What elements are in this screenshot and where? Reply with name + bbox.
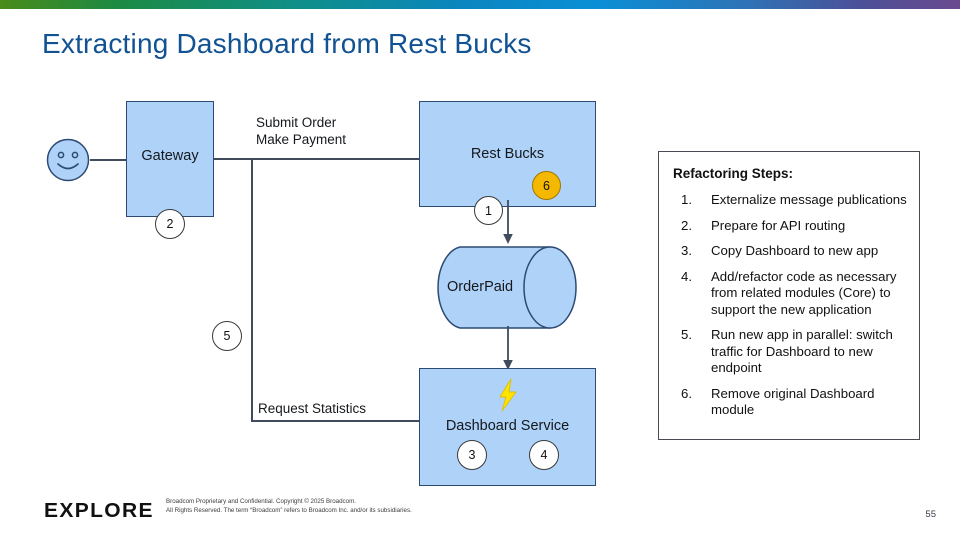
list-item: 2. Prepare for API routing <box>673 218 909 235</box>
list-item-text: Prepare for API routing <box>711 217 846 233</box>
badge-3-value: 3 <box>468 448 476 462</box>
refactoring-steps-heading: Refactoring Steps: <box>673 166 794 181</box>
list-item-number: 2. <box>681 217 692 233</box>
list-item-text: Remove original Dashboard module <box>711 385 875 418</box>
list-item-number: 3. <box>681 243 692 258</box>
list-item: 5. Run new app in parallel: switch traff… <box>673 327 909 377</box>
refactoring-steps-panel: Refactoring Steps: 1. Externalize messag… <box>658 151 920 440</box>
badge-6-value: 6 <box>543 178 550 193</box>
node-gateway[interactable]: Gateway <box>126 101 214 217</box>
list-item-number: 6. <box>681 385 692 401</box>
page-title: Extracting Dashboard from Rest Bucks <box>42 28 532 59</box>
node-dashboard-service-label: Dashboard Service <box>445 418 570 434</box>
badge-5-value: 5 <box>223 329 231 343</box>
list-item: 4. Add/refactor code as necessary from r… <box>673 269 909 319</box>
list-item-text: Add/refactor code as necessary from rela… <box>711 268 897 317</box>
badge-4-value: 4 <box>540 448 548 462</box>
list-item-text: Externalize message publications <box>711 192 907 207</box>
badge-2-value: 2 <box>166 217 174 231</box>
page-number: 55 <box>925 509 936 520</box>
top-accent-bar <box>0 0 960 9</box>
badge-3: 3 <box>457 440 487 470</box>
node-gateway-label: Gateway <box>141 148 199 164</box>
connector-actor-gateway <box>90 159 126 161</box>
list-item-number: 5. <box>681 327 692 342</box>
node-order-paid[interactable] <box>434 246 582 329</box>
arrow-orderpaid-dashboard <box>503 326 513 370</box>
refactoring-steps-list: 1. Externalize message publications 2. P… <box>673 192 909 428</box>
badge-6: 6 <box>532 171 561 200</box>
edge-label-submit-order: Submit Order Make Payment <box>256 114 346 148</box>
node-order-paid-label: OrderPaid <box>447 279 514 295</box>
connector-gateway-dashboard-vertical <box>251 158 253 421</box>
badge-4: 4 <box>529 440 559 470</box>
badge-1-value: 1 <box>485 203 492 218</box>
list-item: 1. Externalize message publications <box>673 192 909 209</box>
edge-label-make-payment-line2: Make Payment <box>256 132 347 147</box>
user-actor-icon <box>46 138 90 182</box>
list-item: 6. Remove original Dashboard module <box>673 386 909 419</box>
list-item-text: Copy Dashboard to new app <box>711 243 879 258</box>
badge-2: 2 <box>155 209 185 239</box>
list-item-number: 1. <box>681 192 692 207</box>
node-rest-bucks[interactable]: Rest Bucks <box>419 101 596 207</box>
footer-legal-text: Broadcom Proprietary and Confidential. C… <box>166 498 412 514</box>
badge-1: 1 <box>474 196 503 225</box>
lightning-bolt-icon <box>495 378 521 417</box>
list-item-text: Run new app in parallel: switch traffic … <box>711 327 893 375</box>
edge-label-request-statistics: Request Statistics <box>258 401 367 416</box>
connector-dashboard-horizontal <box>251 420 419 422</box>
node-rest-bucks-label: Rest Bucks <box>470 146 545 162</box>
explore-logo: EXPLORE <box>44 500 154 522</box>
arrow-restbucks-orderpaid <box>503 200 513 244</box>
edge-label-submit-order-line1: Submit Order <box>256 115 337 130</box>
badge-5: 5 <box>212 321 242 351</box>
list-item-number: 4. <box>681 268 692 284</box>
connector-gateway-restbucks <box>214 158 419 160</box>
list-item: 3. Copy Dashboard to new app <box>673 243 909 260</box>
